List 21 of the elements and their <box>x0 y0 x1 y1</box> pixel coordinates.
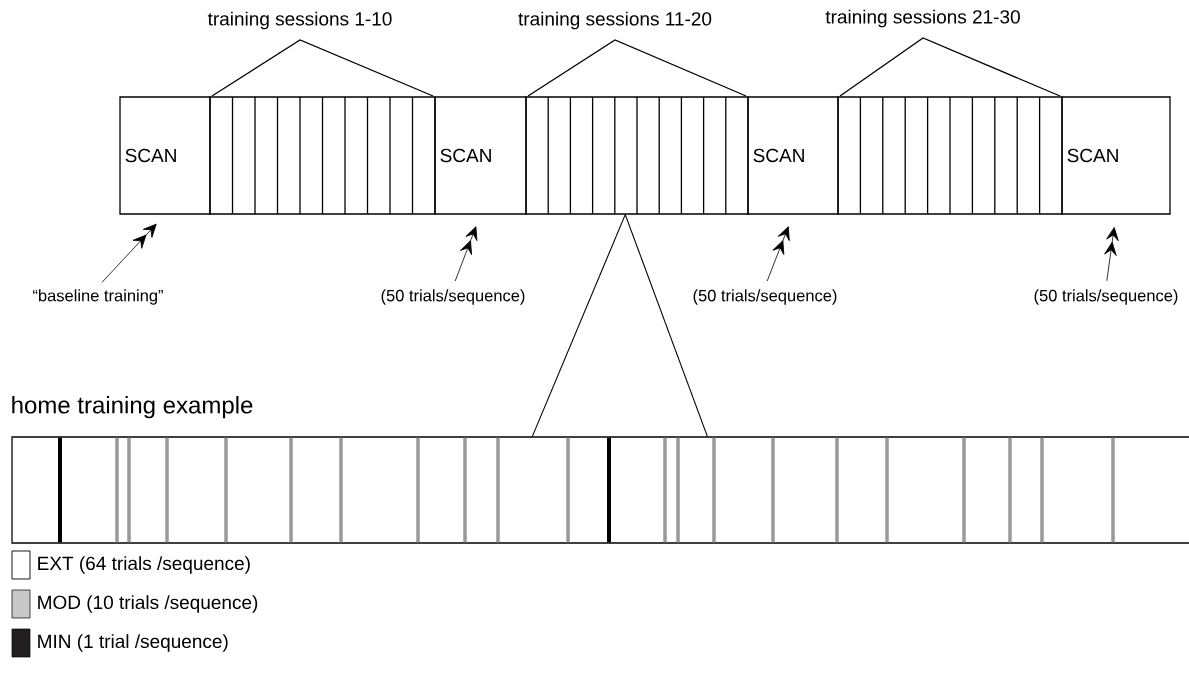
legend-text: MOD (10 trials /sequence) <box>38 595 258 613</box>
zoom-line <box>624 214 708 437</box>
scan-box: SCAN <box>1061 96 1171 215</box>
legend-text: MIN (1 trial /sequence) <box>38 634 228 652</box>
heading: training sessions 21-30 <box>825 9 1020 28</box>
scan-box: SCAN <box>119 96 211 215</box>
arrow <box>1104 227 1119 282</box>
note: (50 trials/sequence) <box>693 289 837 305</box>
arrow <box>766 226 790 282</box>
note: “baseline training” <box>33 289 163 305</box>
arrow <box>101 223 157 283</box>
heading: home training example <box>12 395 253 419</box>
legend-text: EXT (64 trials /sequence) <box>38 556 250 574</box>
arrow <box>454 226 478 282</box>
zoom-line <box>531 214 626 437</box>
note: (50 trials/sequence) <box>1034 289 1178 305</box>
scan-box: SCAN <box>434 96 527 215</box>
heading: training sessions 1-10 <box>207 11 392 30</box>
scan-box: SCAN <box>747 96 839 215</box>
heading: training sessions 11-20 <box>518 11 712 30</box>
note: (50 trials/sequence) <box>381 289 525 305</box>
